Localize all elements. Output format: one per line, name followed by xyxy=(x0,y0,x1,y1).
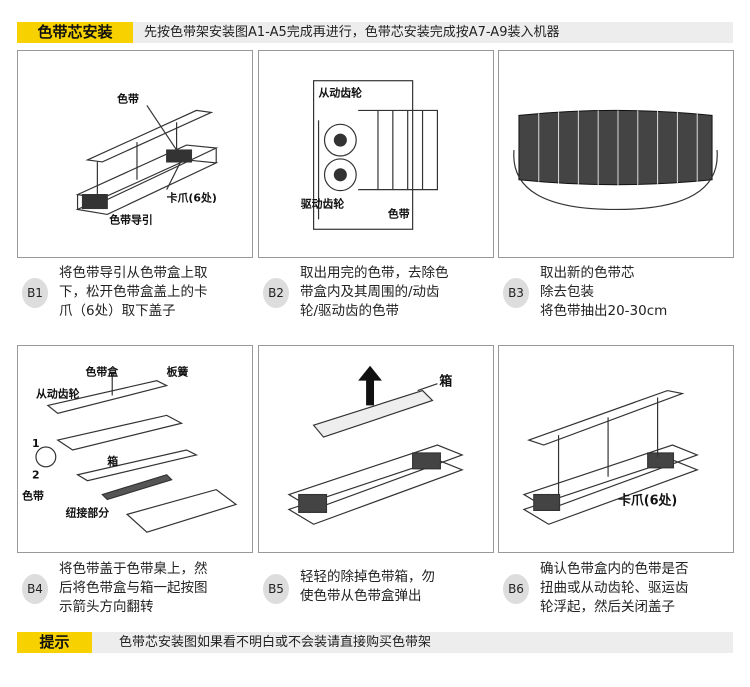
label-claws: 卡爪(6处) xyxy=(167,191,217,205)
header-bar: 色带芯安装 先按色带架安装图A1-A5完成再进行，色带芯安装完成按A7-A9装入… xyxy=(17,22,733,43)
step-b1: B1 将色带导引从色带盒上取 下，松开色带盒盖上的卡 爪（6处）取下盖子 xyxy=(17,262,253,324)
step-description: 将色带盖于色带臬上，然 后将色带盒与箱一起按图 示箭头方向翻转 xyxy=(59,561,208,615)
figure-b2: 从动齿轮 驱动齿轮 色带 xyxy=(258,50,494,258)
footer-text: 色带芯安装图如果看不明白或不会装请直接购买色带架 xyxy=(119,635,432,650)
step-description: 轻轻的除掉色带箱，勿 使色带从色带盒弹出 xyxy=(300,569,435,604)
label-arrow-1: 1 xyxy=(32,437,40,450)
step-description: 取出新的色带芯 除去包装 将色带抽出20-30cm xyxy=(540,265,668,319)
figure-b5: 箱 xyxy=(258,345,494,553)
step-b3: B3 取出新的色带芯 除去包装 将色带抽出20-30cm xyxy=(498,262,734,324)
step-b5: B5 轻轻的除掉色带箱，勿 使色带从色带盒弹出 xyxy=(258,558,494,620)
step-description: 确认色带盒内的色带是否 扭曲或从动齿轮、驱运齿 轮浮起，然后关闭盖子 xyxy=(540,561,689,615)
label-joint: 纽接部分 xyxy=(66,505,110,519)
header-tag: 色带芯安装 xyxy=(17,22,133,43)
figure-b1: 色带 卡爪(6处) 色带导引 xyxy=(17,50,253,258)
label-ribbon: 色带 xyxy=(388,206,410,220)
label-box: 箱 xyxy=(107,454,118,468)
step-badge: B5 xyxy=(263,574,289,604)
figure-b6: 卡爪(6处) xyxy=(498,345,734,553)
label-claws: 卡爪(6处) xyxy=(618,492,677,508)
figure-b3 xyxy=(498,50,734,258)
label-ribbon-guide: 色带导引 xyxy=(109,212,152,226)
step-badge: B4 xyxy=(22,574,48,604)
label-box: 箱 xyxy=(439,374,452,390)
step-b4: B4 将色带盖于色带臬上，然 后将色带盒与箱一起按图 示箭头方向翻转 xyxy=(17,558,253,620)
step-b2: B2 取出用完的色带，去除色 带盒内及其周围的/动齿 轮/驱动齿的色带 xyxy=(258,262,494,324)
footer-tag: 提示 xyxy=(17,632,92,653)
label-ribbon: 色带 xyxy=(117,92,139,106)
label-drive-gear: 驱动齿轮 xyxy=(301,196,345,210)
label-cartridge: 色带盒 xyxy=(85,365,118,379)
step-badge: B3 xyxy=(503,278,529,308)
step-description: 将色带导引从色带盒上取 下，松开色带盒盖上的卡 爪（6处）取下盖子 xyxy=(59,265,208,319)
label-ribbon: 色带 xyxy=(22,489,44,503)
step-badge: B6 xyxy=(503,574,529,604)
label-driven-gear: 从动齿轮 xyxy=(36,387,80,401)
label-driven-gear: 从动齿轮 xyxy=(319,86,363,100)
figure-b4: 色带盒 板簧 从动齿轮 箱 1 2 色带 纽接部分 xyxy=(17,345,253,553)
header-text: 先按色带架安装图A1-A5完成再进行，色带芯安装完成按A7-A9装入机器 xyxy=(144,25,560,40)
label-spring: 板簧 xyxy=(167,365,189,379)
footer-bar: 提示 色带芯安装图如果看不明白或不会装请直接购买色带架 xyxy=(17,632,733,653)
step-badge: B1 xyxy=(22,278,48,308)
step-badge: B2 xyxy=(263,278,289,308)
step-description: 取出用完的色带，去除色 带盒内及其周围的/动齿 轮/驱动齿的色带 xyxy=(300,265,449,319)
step-b6: B6 确认色带盒内的色带是否 扭曲或从动齿轮、驱运齿 轮浮起，然后关闭盖子 xyxy=(498,558,734,620)
label-arrow-2: 2 xyxy=(32,469,40,482)
